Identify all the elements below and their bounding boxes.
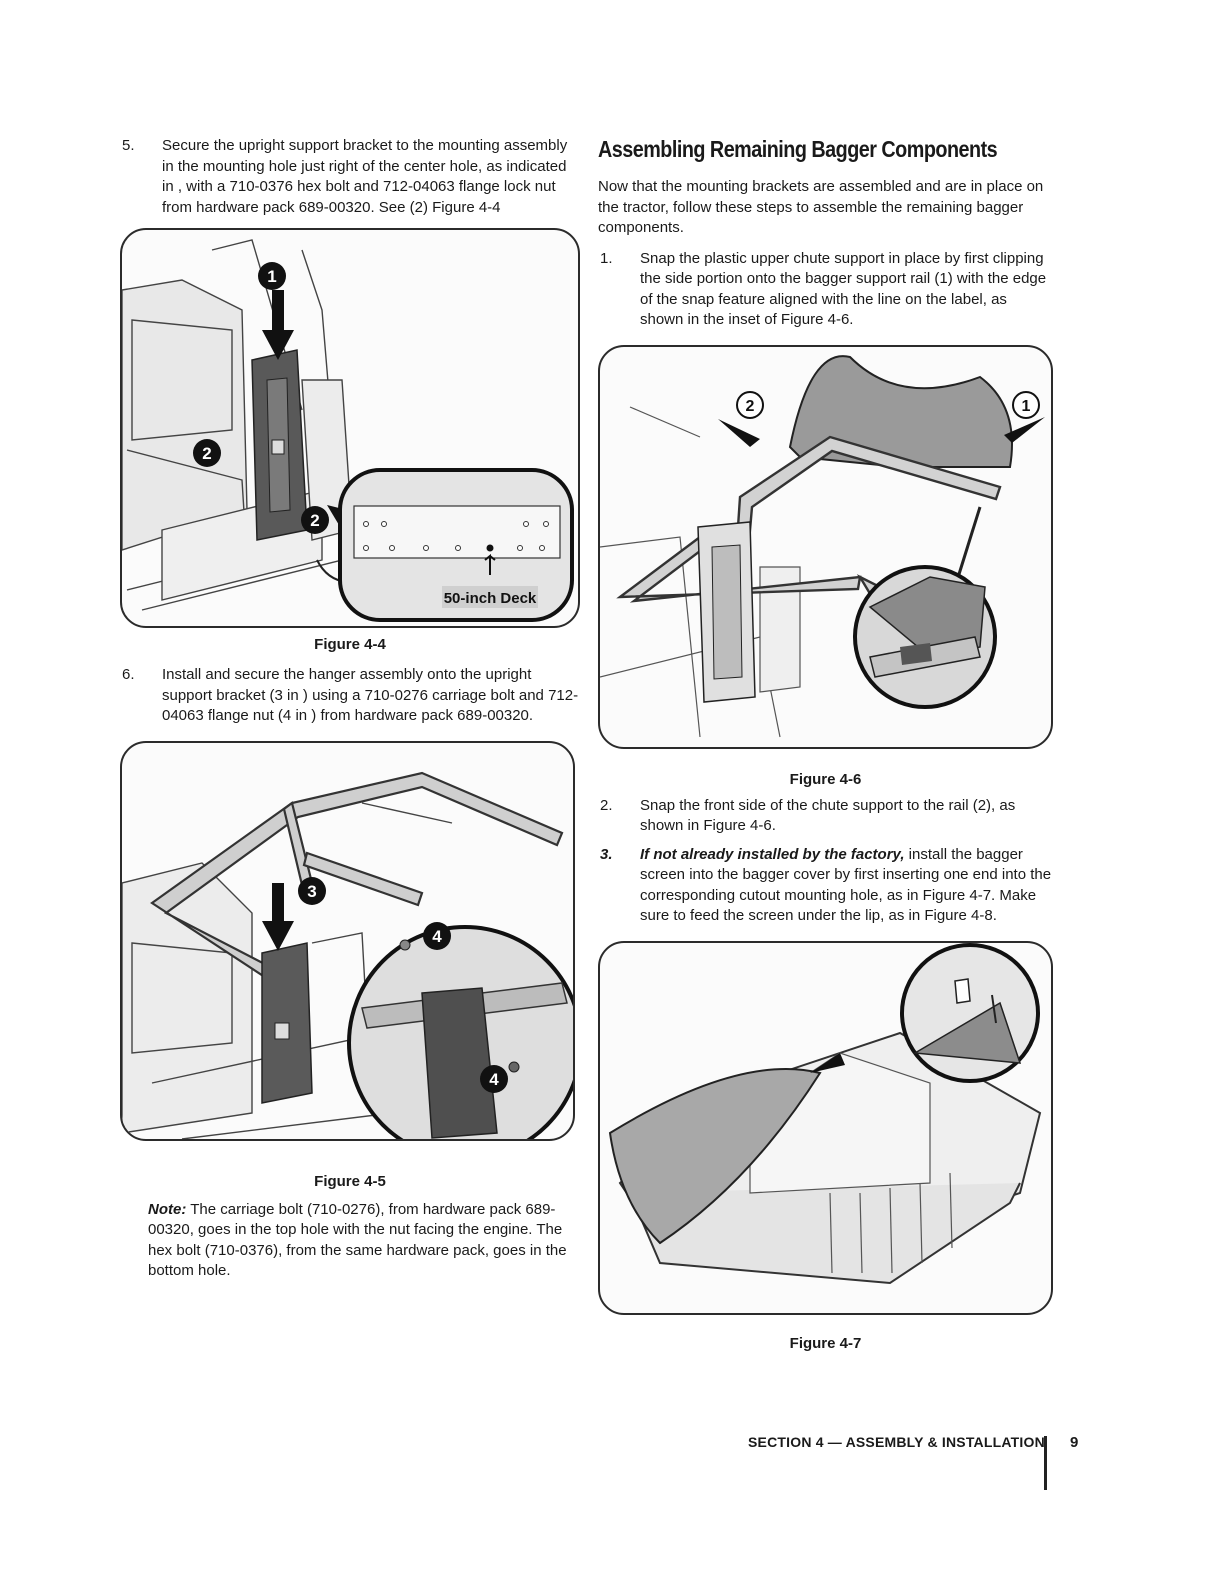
step-text: install the bagger screen into the bagge… <box>640 845 1052 925</box>
step-3: 3. If not already installed by the facto… <box>598 845 1053 927</box>
step-text: Snap the plastic upper chute support in … <box>640 249 1047 329</box>
callout-1: 1 <box>1022 398 1031 415</box>
page-number: 9 <box>1070 1434 1079 1451</box>
figure-4-6: 2 1 <box>598 344 1053 749</box>
footer-section-title: SECTION 4 — ASSEMBLY & INSTALLATION <box>748 1434 1045 1450</box>
figure-4-4: 1 2 2 50-inch Deck <box>120 228 580 628</box>
intro-paragraph: Now that the mounting brackets are assem… <box>598 178 1044 236</box>
note-text: The carriage bolt (710-0276), from hardw… <box>148 1200 567 1280</box>
step-number: 1. <box>600 249 613 267</box>
step-1: 1. Snap the plastic upper chute support … <box>598 249 1053 331</box>
footer-divider <box>1044 1436 1047 1490</box>
callout-2a: 2 <box>202 444 211 463</box>
note: Note: The carriage bolt (710-0276), from… <box>148 1200 580 1282</box>
figure-4-5-caption: Figure 4-5 <box>314 1172 386 1190</box>
step-6: 6. Install and secure the hanger assembl… <box>120 665 580 727</box>
step-number: 2. <box>600 796 613 814</box>
step-text: Install and secure the hanger assembly o… <box>162 666 579 724</box>
step-number: 3. <box>600 845 613 863</box>
figure-4-7-illustration <box>608 942 1042 1284</box>
callout-3: 3 <box>307 882 316 901</box>
figure-4-5-illustration: 3 4 4 <box>122 771 573 1139</box>
figure-4-4-caption: Figure 4-4 <box>314 636 386 653</box>
left-column: 5. Secure the upright support bracket to… <box>120 136 580 1282</box>
figure-4-5: 3 4 4 <box>120 740 575 1141</box>
figure-4-7-caption: Figure 4-7 <box>789 1334 862 1352</box>
step-lead: If not already installed by the factory, <box>640 845 905 863</box>
inset-label: 50-inch Deck <box>444 590 537 607</box>
figure-4-7 <box>598 940 1053 1315</box>
callout-1: 1 <box>267 267 276 286</box>
note-label: Note: <box>148 1200 187 1218</box>
figure-4-6-caption: Figure 4-6 <box>789 770 862 788</box>
page-footer: SECTION 4 — ASSEMBLY & INSTALLATION 9 <box>748 1434 1078 1494</box>
step-2: 2. Snap the front side of the chute supp… <box>598 796 1053 837</box>
callout-2b: 2 <box>310 511 319 530</box>
callout-2: 2 <box>746 398 755 415</box>
step-5: 5. Secure the upright support bracket to… <box>120 136 580 218</box>
right-column: Assembling Remaining Bagger Components N… <box>598 136 1053 1352</box>
step-text: Snap the front side of the chute support… <box>640 796 1016 835</box>
callout-4b: 4 <box>489 1070 499 1089</box>
figure-4-4-illustration: 1 2 2 50-inch Deck <box>122 239 574 622</box>
callout-4a: 4 <box>432 927 442 946</box>
step-text: Secure the upright support bracket to th… <box>162 137 568 216</box>
step-number: 5. <box>122 137 135 154</box>
figure-4-6-illustration: 2 1 <box>600 354 1045 737</box>
step-number: 6. <box>122 666 135 683</box>
section-heading: Assembling Remaining Bagger Components <box>598 136 998 162</box>
